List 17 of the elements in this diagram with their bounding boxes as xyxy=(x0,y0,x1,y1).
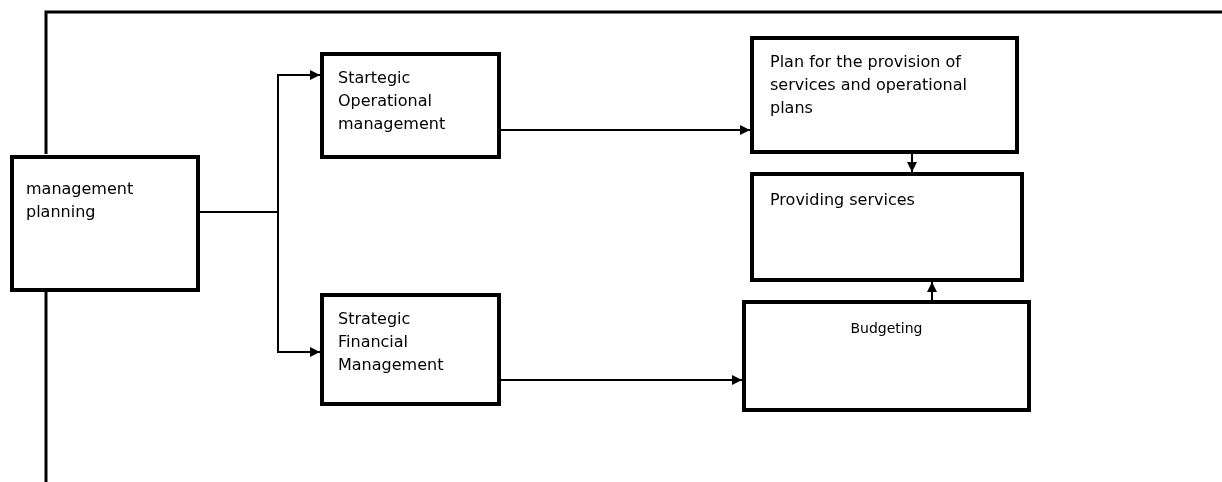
arrow xyxy=(907,153,917,173)
process-box xyxy=(742,300,1031,412)
box-label: Startegic Operational management xyxy=(338,67,447,136)
box-label: Strategic Financial Management xyxy=(338,308,445,377)
box-label: management planning xyxy=(26,178,135,224)
box-label: Providing services xyxy=(770,189,915,211)
process-box xyxy=(750,172,1024,282)
arrow xyxy=(927,281,937,301)
process-box xyxy=(320,52,501,159)
arrow xyxy=(500,375,743,385)
box-label: Plan for the provision of services and operational plans xyxy=(770,51,968,120)
arrow xyxy=(500,125,751,135)
box-label: Budgeting xyxy=(850,319,923,338)
process-box xyxy=(10,155,200,292)
process-box xyxy=(750,36,1019,154)
arrow xyxy=(199,211,321,357)
process-box xyxy=(320,293,501,406)
